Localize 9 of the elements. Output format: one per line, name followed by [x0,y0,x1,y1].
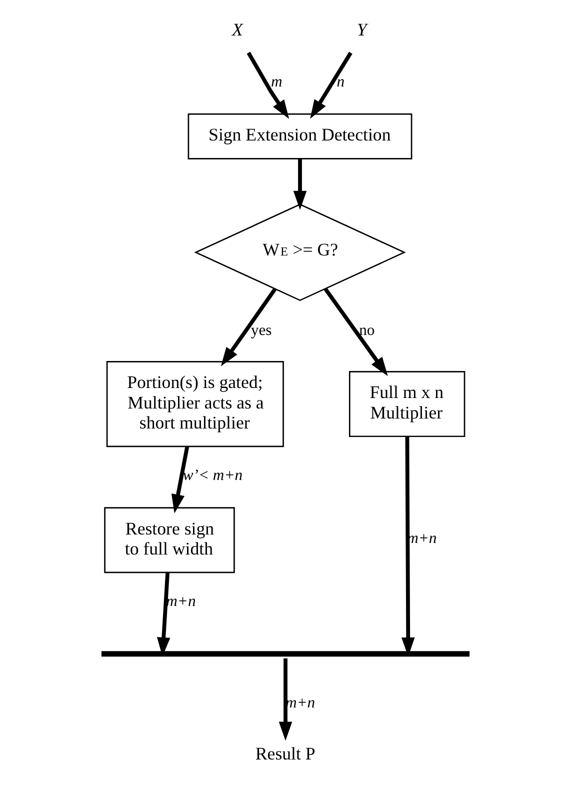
edge-label: yes [250,322,272,340]
edge-label: m [271,73,282,90]
node-text: X [232,20,243,40]
edge-label: w’< m+n [182,467,243,484]
edge-label: n [336,73,345,90]
node-text: Y [356,20,367,40]
edge-label: m+n [166,593,196,610]
edge-label: no [359,322,375,340]
node-text: Result P [255,744,316,764]
